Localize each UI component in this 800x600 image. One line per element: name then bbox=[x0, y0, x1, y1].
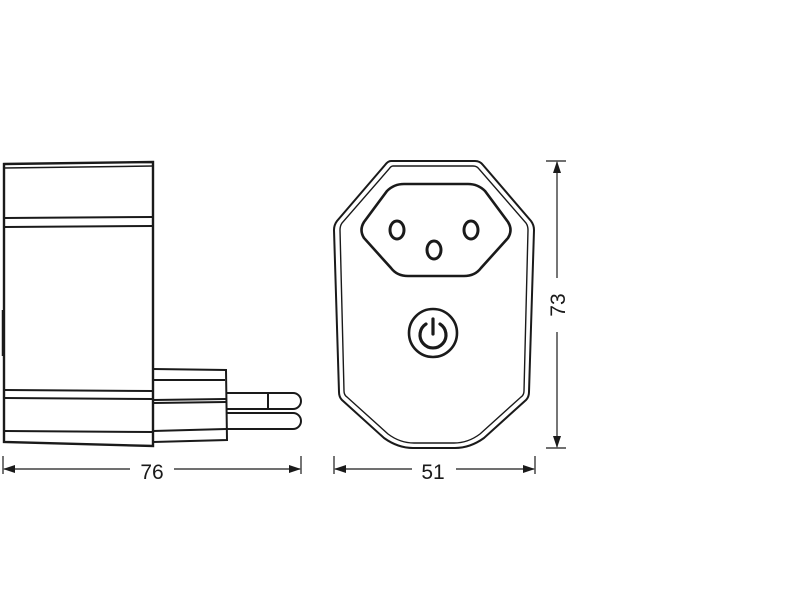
side-width-label: 76 bbox=[140, 461, 163, 484]
side-lower-band-top bbox=[4, 389, 154, 392]
side-upper-band-top bbox=[4, 216, 154, 219]
side-dimension bbox=[2, 456, 302, 474]
front-housing-outer bbox=[332, 160, 536, 449]
plug-pin-upper bbox=[227, 392, 302, 410]
plug-base-line-3 bbox=[152, 401, 227, 404]
plug-base-line-4 bbox=[152, 428, 227, 432]
socket-hole-right bbox=[462, 219, 480, 241]
front-height-label: 73 bbox=[547, 293, 570, 316]
front-width-label: 51 bbox=[421, 461, 444, 484]
power-button-ring bbox=[407, 307, 459, 359]
plug-base-line-2 bbox=[152, 398, 227, 401]
front-housing-inner bbox=[339, 165, 529, 444]
power-icon bbox=[418, 317, 448, 350]
front-width-dimension bbox=[333, 456, 536, 474]
socket-hole-left bbox=[388, 219, 406, 241]
side-base-line bbox=[4, 430, 154, 433]
socket-outline bbox=[360, 182, 512, 278]
plug-base bbox=[152, 368, 229, 443]
plug-pin-lower bbox=[227, 412, 302, 430]
side-body-outline bbox=[2, 160, 155, 448]
front-height-dimension bbox=[546, 160, 566, 449]
side-view bbox=[1, 160, 302, 448]
side-upper-band-bottom bbox=[4, 225, 154, 228]
socket-hole-center bbox=[425, 239, 443, 261]
side-top-edge bbox=[3, 165, 154, 169]
front-view bbox=[332, 160, 536, 449]
side-lower-band-bottom bbox=[4, 397, 154, 400]
